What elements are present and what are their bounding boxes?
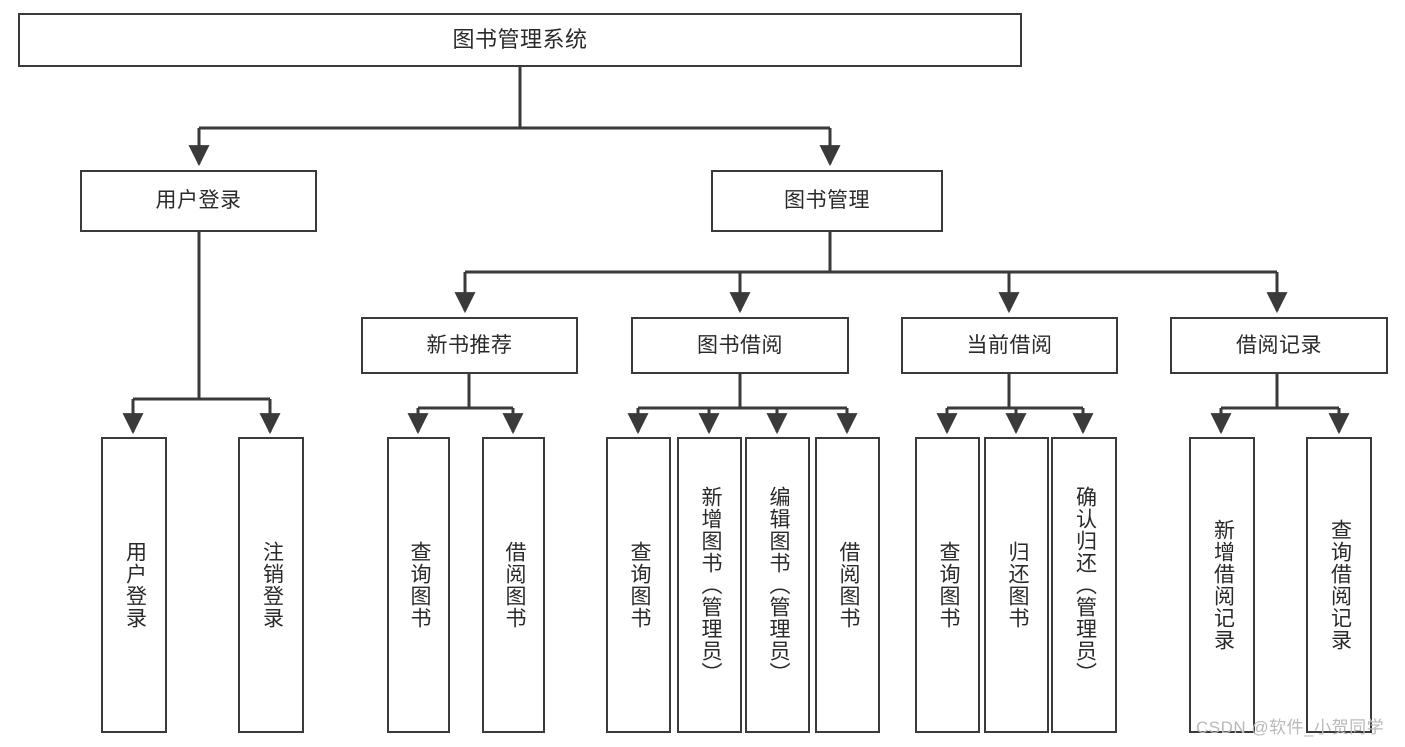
node-leaf-query-record[interactable]: 查询借阅记录 — [1306, 437, 1372, 733]
node-leaf-query-book-3[interactable]: 查询图书 — [915, 437, 980, 733]
node-leaf-borrow-book-1[interactable]: 借阅图书 — [482, 437, 545, 733]
node-root-system[interactable]: 图书管理系统 — [18, 13, 1022, 67]
node-label: 新增图书（管理员） — [698, 486, 722, 684]
node-label: 查询图书 — [936, 541, 960, 629]
node-label: 编辑图书（管理员） — [766, 486, 790, 684]
node-label: 查询借阅记录 — [1328, 519, 1352, 651]
node-leaf-confirm-return[interactable]: 确认归还（管理员） — [1051, 437, 1117, 733]
node-leaf-query-book-2[interactable]: 查询图书 — [606, 437, 671, 733]
node-leaf-add-record[interactable]: 新增借阅记录 — [1189, 437, 1255, 733]
node-label: 图书借阅 — [697, 333, 783, 357]
node-label: 图书管理 — [784, 189, 870, 213]
node-label: 查询图书 — [407, 541, 431, 629]
node-label: 借阅图书 — [502, 541, 526, 629]
node-label: 归还图书 — [1005, 541, 1029, 629]
node-label: 新书推荐 — [426, 333, 513, 357]
node-current-borrow[interactable]: 当前借阅 — [901, 317, 1118, 374]
node-leaf-add-book[interactable]: 新增图书（管理员） — [677, 437, 742, 733]
node-label: 确认归还（管理员） — [1073, 486, 1097, 684]
node-user-login[interactable]: 用户登录 — [80, 170, 317, 232]
node-leaf-return-book[interactable]: 归还图书 — [984, 437, 1049, 733]
node-label: 借阅图书 — [836, 541, 860, 629]
node-label: 借阅记录 — [1236, 333, 1322, 357]
node-label: 查询图书 — [627, 541, 651, 629]
node-leaf-query-book-1[interactable]: 查询图书 — [387, 437, 450, 733]
node-new-book-recommend[interactable]: 新书推荐 — [361, 317, 578, 374]
node-label: 图书管理系统 — [452, 26, 588, 52]
csdn-watermark: CSDN @软件_小贺同学 — [1196, 718, 1385, 737]
node-leaf-user-login[interactable]: 用户登录 — [101, 437, 167, 733]
node-leaf-borrow-book-2[interactable]: 借阅图书 — [815, 437, 880, 733]
node-leaf-logout[interactable]: 注销登录 — [238, 437, 304, 733]
node-label: 用户登录 — [123, 541, 147, 629]
node-book-borrow[interactable]: 图书借阅 — [631, 317, 849, 374]
node-label: 用户登录 — [155, 189, 242, 213]
node-book-management[interactable]: 图书管理 — [711, 170, 943, 232]
node-leaf-edit-book[interactable]: 编辑图书（管理员） — [745, 437, 810, 733]
node-label: 注销登录 — [260, 541, 284, 629]
node-borrow-record[interactable]: 借阅记录 — [1170, 317, 1388, 374]
node-label: 当前借阅 — [966, 333, 1053, 357]
node-label: 新增借阅记录 — [1211, 519, 1235, 651]
